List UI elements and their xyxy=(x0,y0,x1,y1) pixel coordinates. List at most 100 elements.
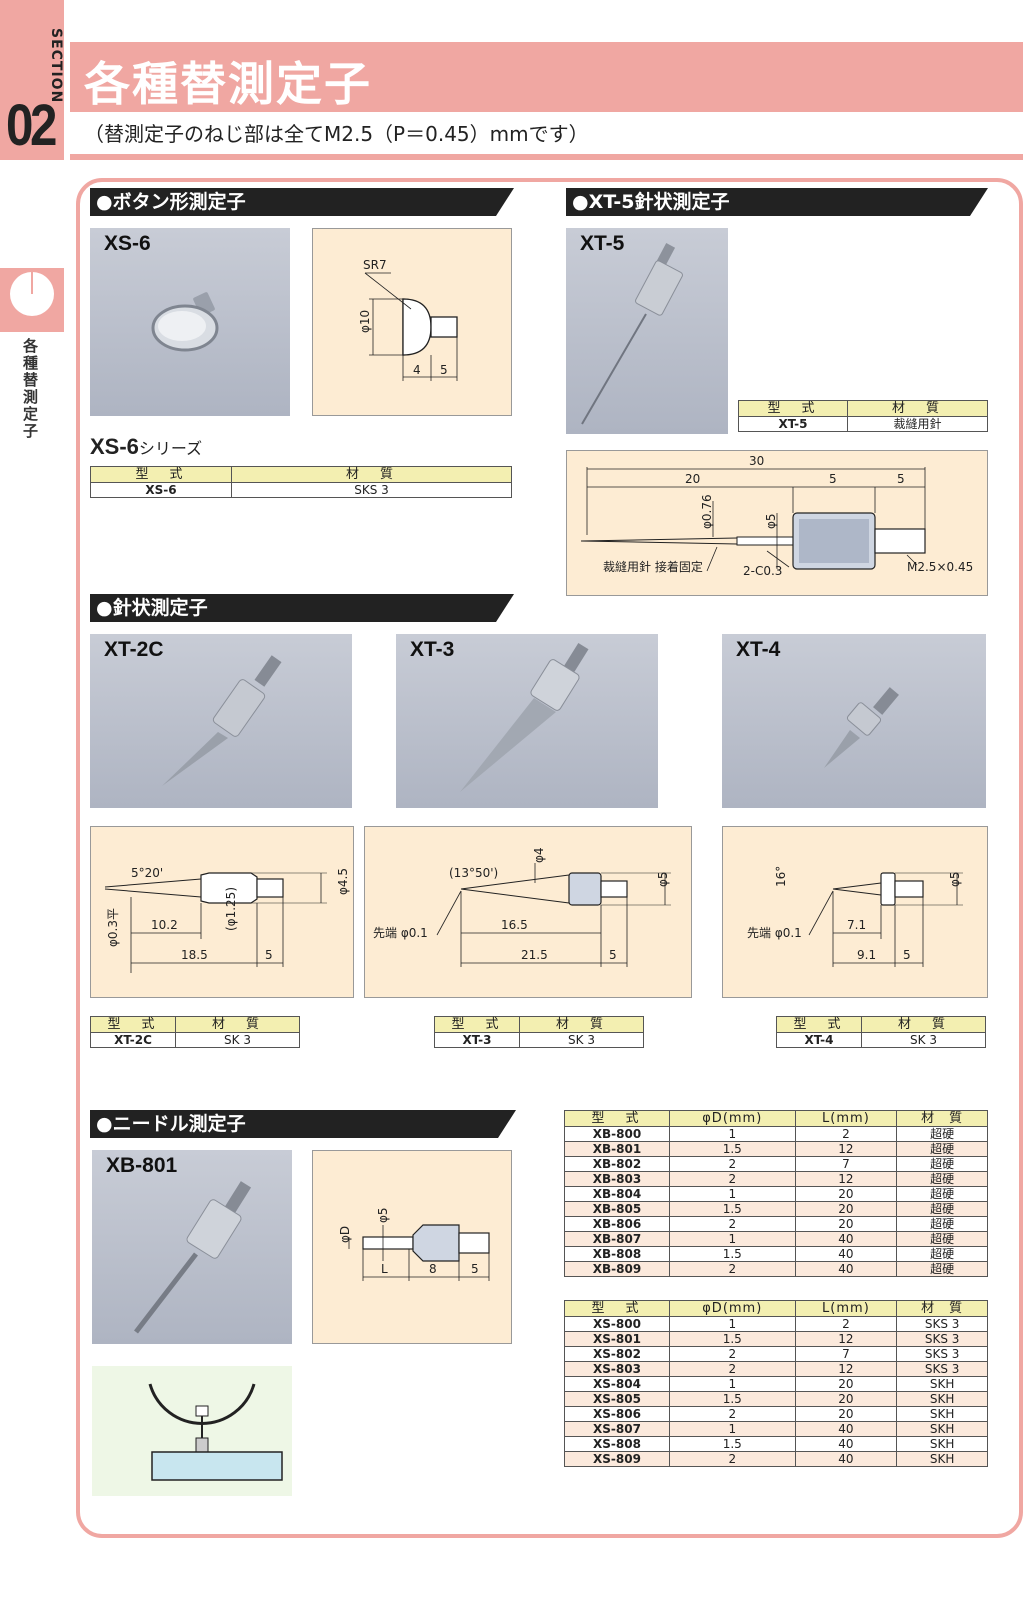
cell-l: 7 xyxy=(794,1346,898,1362)
td-material: SK 3 xyxy=(175,1032,300,1048)
drawing-xt2c: 5°20' φ0.3平 φ4.5 (φ1.25) 10.2 18.5 5 xyxy=(90,826,354,998)
dim-215: 21.5 xyxy=(521,948,548,962)
cell-model: XS-809 xyxy=(564,1451,670,1467)
th-material: 材 質 xyxy=(896,1300,988,1317)
cell-model: XS-803 xyxy=(564,1361,670,1377)
cell-l: 40 xyxy=(794,1261,898,1277)
td-material: 裁縫用針 xyxy=(847,416,988,432)
photo-xt5: XT-5 xyxy=(566,228,728,434)
cell-material: SKS 3 xyxy=(896,1331,988,1347)
section-strip xyxy=(0,0,64,160)
drawing-xb: φD φ5 L 8 5 xyxy=(312,1150,512,1344)
td-model: XT-2C xyxy=(90,1032,176,1048)
button-probe-illustration xyxy=(151,292,219,352)
cell-model: XB-808 xyxy=(564,1246,670,1262)
cell-d: 2 xyxy=(669,1156,796,1172)
dim-91: 9.1 xyxy=(857,948,876,962)
cell-model: XB-805 xyxy=(564,1201,670,1217)
cell-model: XS-801 xyxy=(564,1331,670,1347)
xt3-illustration xyxy=(460,642,589,792)
td-model: XS-6 xyxy=(90,482,232,498)
cell-model: XS-802 xyxy=(564,1346,670,1362)
note-needle: 裁縫用針 接着固定 xyxy=(603,559,703,574)
cell-d: 2 xyxy=(669,1171,796,1187)
cell-l: 20 xyxy=(794,1376,898,1392)
th-material: 材 質 xyxy=(896,1110,988,1127)
cell-model: XS-808 xyxy=(564,1436,670,1452)
td-model: XT-3 xyxy=(434,1032,520,1048)
photo-label: XS-6 xyxy=(104,232,151,255)
cell-d: 1 xyxy=(669,1421,796,1437)
dim-phi5: φ5 xyxy=(764,513,778,529)
drawing-xt4: 16° 先端 φ0.1 φ5 7.1 9.1 5 xyxy=(722,826,988,998)
cell-d: 1 xyxy=(669,1316,796,1332)
cell-model: XB-807 xyxy=(564,1231,670,1247)
cell-d: 1 xyxy=(669,1231,796,1247)
cell-l: 12 xyxy=(794,1361,898,1377)
cell-l: 40 xyxy=(794,1436,898,1452)
cell-d: 1.5 xyxy=(669,1391,796,1407)
xt2c-illustration xyxy=(162,655,282,786)
th-phid: φD(mm) xyxy=(669,1110,796,1127)
cell-model: XB-801 xyxy=(564,1141,670,1157)
td-material: SKS 3 xyxy=(231,482,512,498)
cell-d: 1.5 xyxy=(669,1331,796,1347)
cell-model: XS-804 xyxy=(564,1376,670,1392)
drawing-xs6-svg: SR7 φ10 4 5 xyxy=(358,258,458,381)
cell-material: 超硬 xyxy=(896,1216,988,1232)
cell-model: XB-806 xyxy=(564,1216,670,1232)
drawing-xt2c-svg: 5°20' φ0.3平 φ4.5 (φ1.25) 10.2 18.5 5 xyxy=(104,866,350,973)
cell-d: 1 xyxy=(669,1376,796,1392)
td-material: SK 3 xyxy=(861,1032,986,1048)
drawing-xs6: SR7 φ10 4 5 xyxy=(312,228,512,416)
dim-phi4: φ4 xyxy=(532,847,546,863)
cell-l: 12 xyxy=(794,1171,898,1187)
drawing-xt5-svg: 30 20 5 5 φ0.76 φ5 裁縫用針 接着固定 2-C0.3 M2.5… xyxy=(580,454,973,578)
photo-label: XT-3 xyxy=(410,638,455,661)
dim-5: 5 xyxy=(609,948,617,962)
dim-30: 30 xyxy=(749,454,764,468)
cell-l: 2 xyxy=(794,1316,898,1332)
cell-model: XS-800 xyxy=(564,1316,670,1332)
cell-material: SKH xyxy=(896,1406,988,1422)
td-model: XT-4 xyxy=(776,1032,862,1048)
section-title-needle-type: ●ニードル測定子 xyxy=(90,1110,516,1138)
dim-l: L xyxy=(381,1262,388,1276)
dim-phi5: φ5 xyxy=(376,1207,390,1223)
photo-xt3: XT-3 xyxy=(396,634,658,808)
drawing-xt5: 30 20 5 5 φ0.76 φ5 裁縫用針 接着固定 2-C0.3 M2.5… xyxy=(566,450,988,596)
dim-phi076: φ0.76 xyxy=(700,494,714,529)
dim-angle: (13°50') xyxy=(449,866,498,880)
cell-l: 40 xyxy=(794,1246,898,1262)
cell-model: XS-807 xyxy=(564,1421,670,1437)
th-model: 型 式 xyxy=(738,400,848,417)
photo-label: XB-801 xyxy=(106,1154,178,1177)
cell-model: XS-805 xyxy=(564,1391,670,1407)
dim-5: 5 xyxy=(265,948,273,962)
dim-sr: SR7 xyxy=(363,258,387,272)
cell-material: 超硬 xyxy=(896,1156,988,1172)
cell-l: 20 xyxy=(794,1406,898,1422)
photo-xt2c: XT-2C xyxy=(90,634,352,808)
th-model: 型 式 xyxy=(434,1016,520,1033)
photo-xs6: XS-6 xyxy=(90,228,290,416)
dim-tip: 先端 φ0.1 xyxy=(747,926,802,940)
cell-d: 2 xyxy=(669,1406,796,1422)
td-material: SK 3 xyxy=(519,1032,644,1048)
cell-material: SKH xyxy=(896,1421,988,1437)
drawing-xt4-svg: 16° 先端 φ0.1 φ5 7.1 9.1 5 xyxy=(747,866,963,967)
header-sub-band xyxy=(70,112,1023,160)
dim-inner: (φ1.25) xyxy=(224,887,238,931)
th-model: 型 式 xyxy=(564,1110,670,1127)
